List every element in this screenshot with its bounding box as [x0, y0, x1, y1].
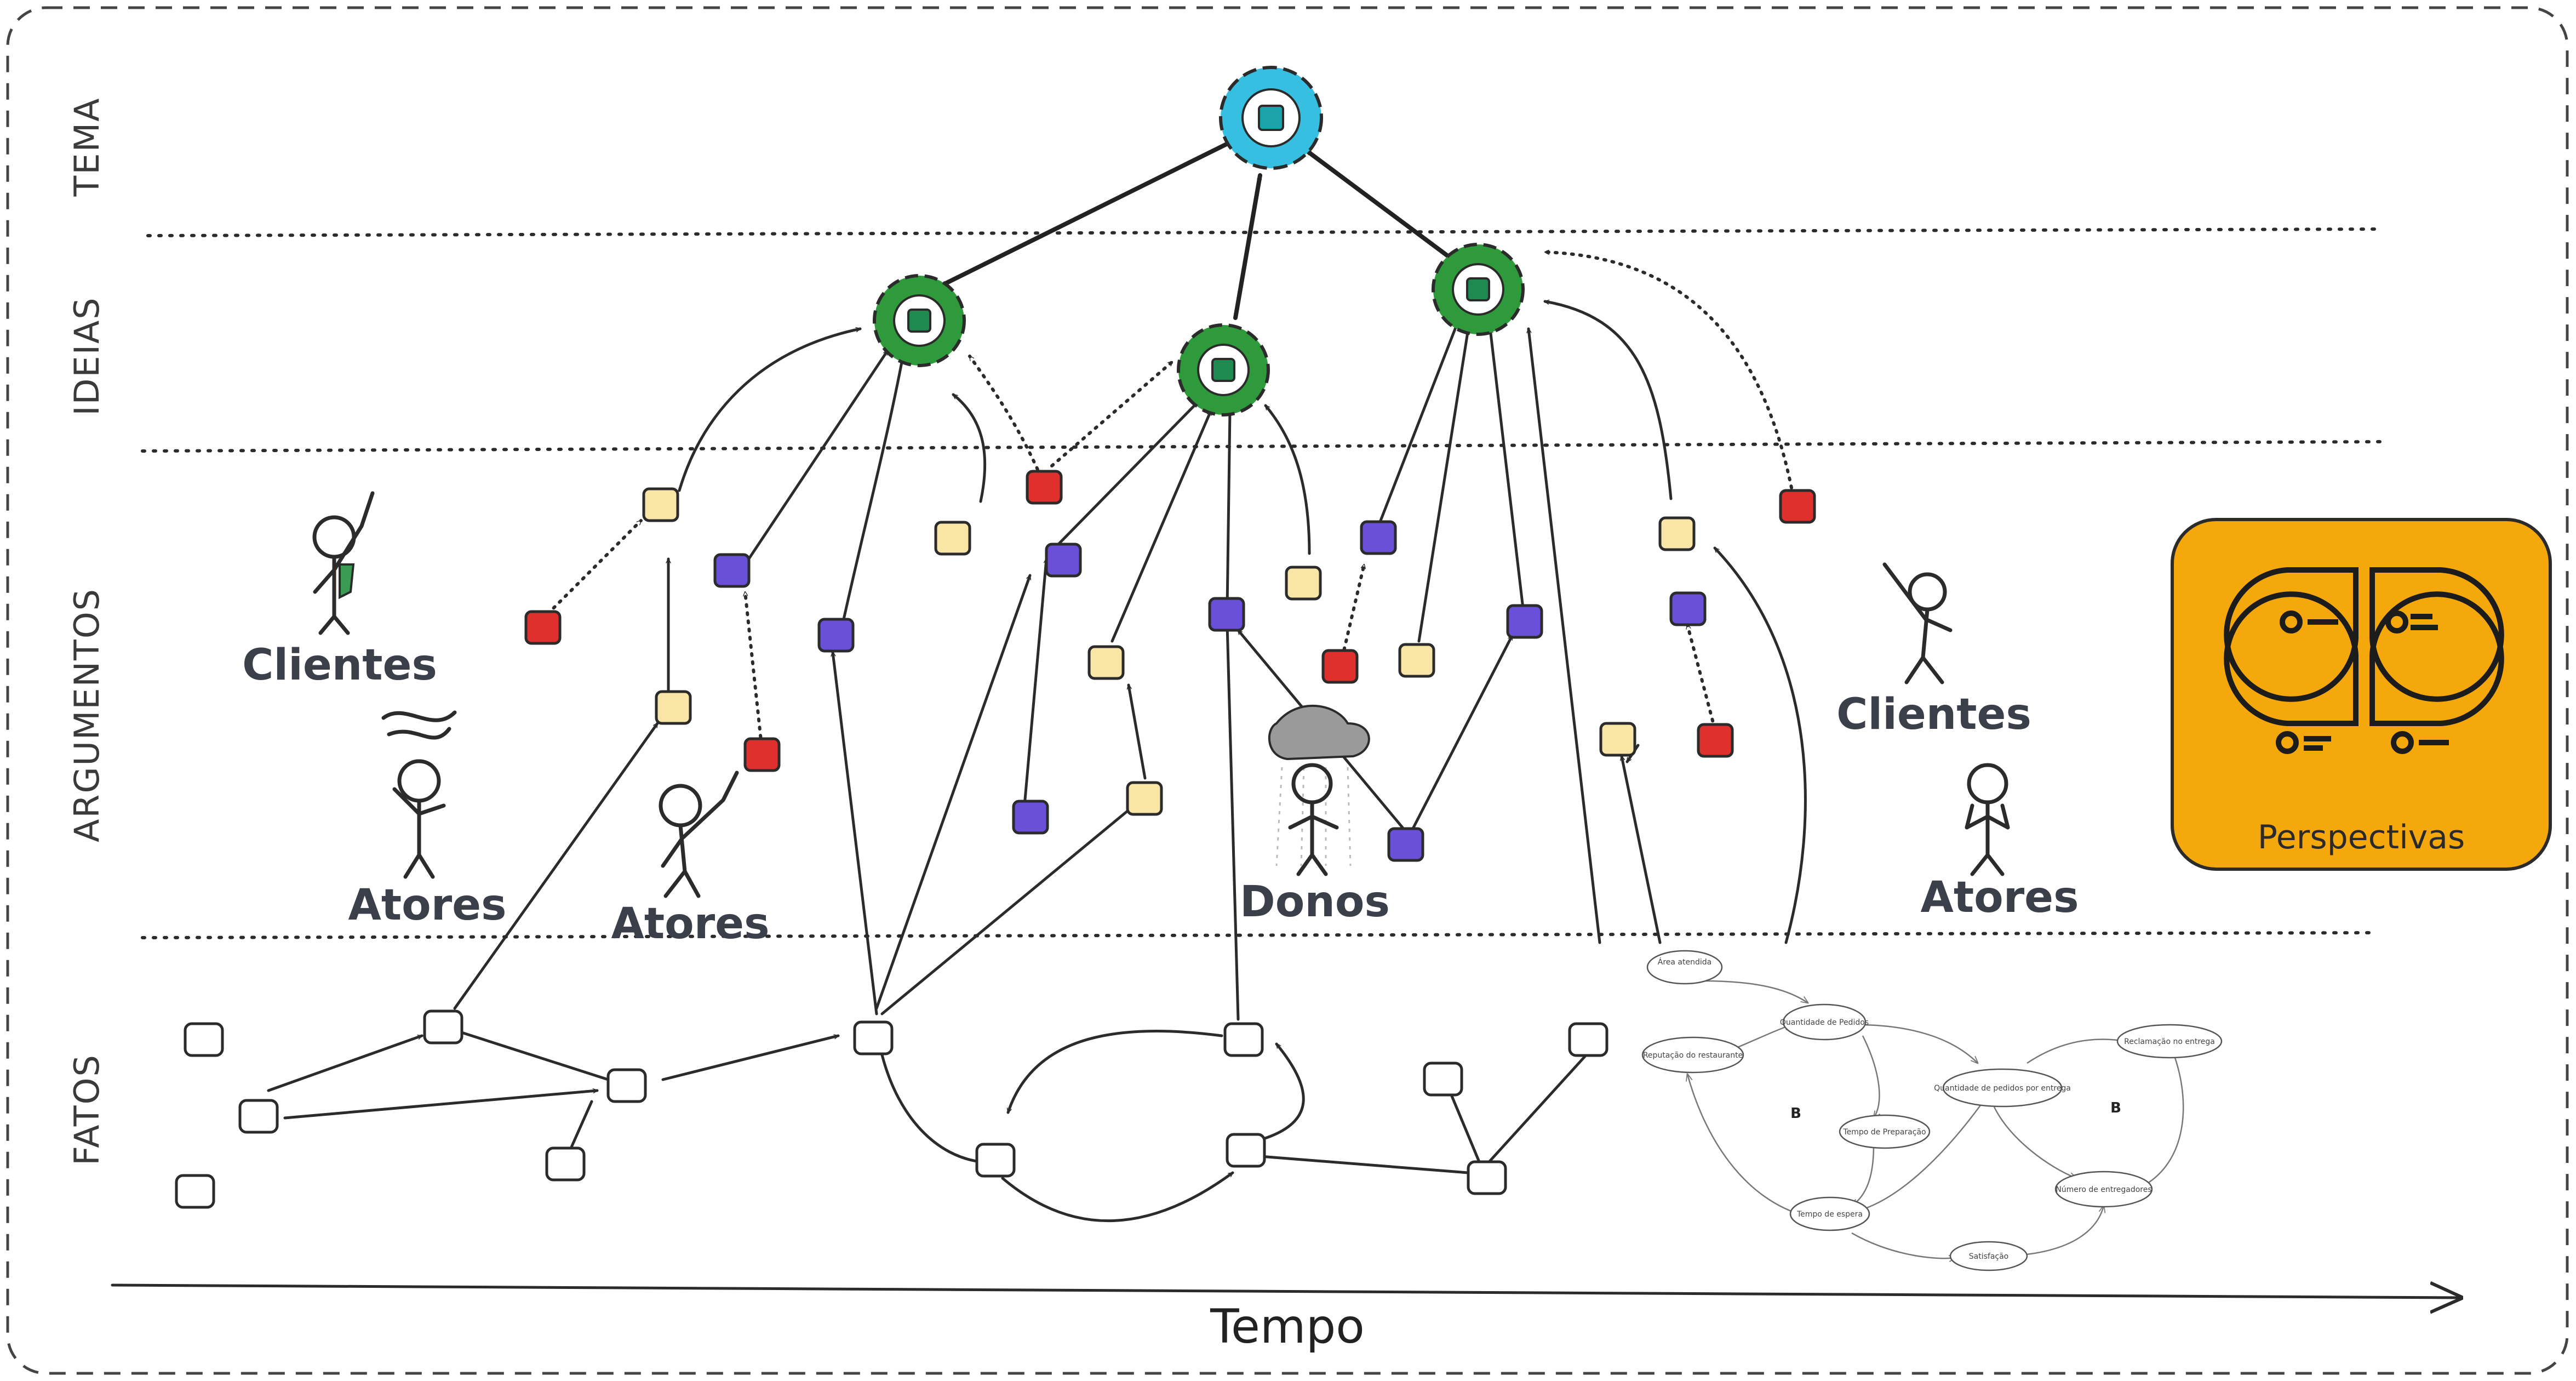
fact-node[interactable]	[1423, 1062, 1463, 1097]
loop-node-label: Quantidade de Pedidos	[1780, 1018, 1869, 1027]
argument-purple[interactable]	[1045, 543, 1082, 578]
loop-node-label: Satisfação	[1969, 1252, 2009, 1261]
fact-node[interactable]	[1226, 1133, 1266, 1168]
loop-node-label: Reclamação no entrega	[2124, 1037, 2215, 1046]
argument-red[interactable]	[1321, 649, 1359, 684]
tema-node[interactable]	[1219, 66, 1323, 170]
layer-label-tema: TEMA	[67, 98, 107, 197]
separator-argumentos-fatos	[141, 931, 2374, 939]
argument-purple[interactable]	[713, 553, 751, 588]
fact-node[interactable]	[1568, 1022, 1608, 1057]
causal-loop-diagram: Área atendida Quantidade de Pedidos Repu…	[1641, 950, 2223, 1271]
argument-red[interactable]	[524, 610, 562, 645]
idea-node-3[interactable]	[1432, 243, 1525, 336]
argument-yellow[interactable]	[934, 521, 971, 556]
loop-node-label: Tempo de Preparação	[1842, 1128, 1926, 1137]
fact-node[interactable]	[1467, 1160, 1507, 1195]
fact-node[interactable]	[175, 1174, 215, 1209]
fact-node[interactable]	[606, 1068, 647, 1103]
argument-yellow[interactable]	[1658, 516, 1696, 551]
outer-frame	[6, 6, 2569, 1375]
edges-dotted-red	[546, 252, 1793, 747]
loop-node-label: Número de entregadores	[2056, 1185, 2151, 1194]
argument-yellow[interactable]	[1285, 566, 1322, 601]
argument-purple[interactable]	[1387, 827, 1424, 862]
actor-label-atores-left: Atores	[348, 881, 506, 930]
argument-yellow[interactable]	[1087, 645, 1125, 680]
stick-figure-atores-left	[381, 710, 457, 879]
idea-node-2[interactable]	[1177, 323, 1270, 416]
stick-figure-clientes-right	[1882, 562, 1953, 684]
argument-yellow[interactable]	[1126, 781, 1163, 816]
argument-purple[interactable]	[1012, 800, 1049, 835]
edges-ideas-to-tema	[935, 135, 1459, 320]
separator-tema-ideias	[146, 227, 2379, 237]
fact-node[interactable]	[545, 1146, 586, 1182]
argument-yellow[interactable]	[642, 487, 679, 522]
stick-figure-donos	[1268, 704, 1370, 876]
argument-purple[interactable]	[1360, 520, 1397, 555]
time-axis-label: Tempo	[1210, 1299, 1365, 1354]
fact-node[interactable]	[423, 1009, 463, 1045]
loop-node-label: Tempo de espera	[1796, 1210, 1863, 1219]
perspectives-icon	[2224, 567, 2504, 754]
actor-label-atores-right: Atores	[1920, 873, 2079, 922]
perspectives-label: Perspectivas	[2258, 818, 2465, 857]
edges-facts	[267, 574, 1590, 1223]
argument-red[interactable]	[1697, 723, 1734, 758]
stick-figure-clientes-left	[312, 491, 375, 635]
stick-figure-atores-mid	[659, 771, 739, 898]
argument-red[interactable]	[1779, 489, 1816, 524]
stick-figure-atores-right	[1965, 763, 2010, 876]
loop-node-label: Quantidade de pedidos por entrega	[1934, 1084, 2071, 1093]
argument-yellow[interactable]	[1599, 722, 1636, 757]
layer-label-fatos: FATOS	[67, 1054, 107, 1166]
fact-node[interactable]	[238, 1099, 279, 1134]
loop-node-label: Reputação do restaurante	[1643, 1051, 1743, 1060]
layer-label-ideias: IDEIAS	[67, 296, 107, 415]
actor-label-clientes-right: Clientes	[1836, 690, 2031, 739]
loop-node-label: Área atendida	[1658, 957, 1711, 967]
fact-nodes	[175, 1009, 1608, 1209]
time-axis-arrow	[111, 1285, 2460, 1298]
edges-arguments-to-ideas	[668, 301, 1807, 944]
argument-purple[interactable]	[1506, 604, 1543, 639]
argument-red[interactable]	[743, 737, 781, 772]
argument-yellow[interactable]	[655, 690, 692, 725]
argument-red[interactable]	[1026, 470, 1063, 505]
separator-ideias-argumentos	[141, 440, 2385, 453]
loop-marker: B	[1790, 1105, 1801, 1122]
actor-label-donos: Donos	[1240, 877, 1390, 927]
perspectives-card[interactable]: Perspectivas	[2171, 518, 2552, 871]
fact-node[interactable]	[184, 1022, 224, 1057]
argument-nodes	[524, 470, 1816, 862]
actor-label-atores-mid: Atores	[611, 899, 769, 949]
idea-node-1[interactable]	[873, 274, 966, 367]
argument-purple[interactable]	[1669, 591, 1707, 626]
fact-node[interactable]	[1223, 1022, 1264, 1057]
actor-label-clientes-left: Clientes	[242, 641, 437, 690]
argument-yellow[interactable]	[1398, 643, 1435, 678]
argument-purple[interactable]	[817, 618, 855, 653]
argument-purple[interactable]	[1208, 597, 1245, 632]
loop-marker: B	[2110, 1100, 2121, 1116]
fact-node[interactable]	[975, 1143, 1016, 1178]
layer-label-argumentos: ARGUMENTOS	[67, 588, 107, 842]
fact-node[interactable]	[853, 1020, 894, 1055]
